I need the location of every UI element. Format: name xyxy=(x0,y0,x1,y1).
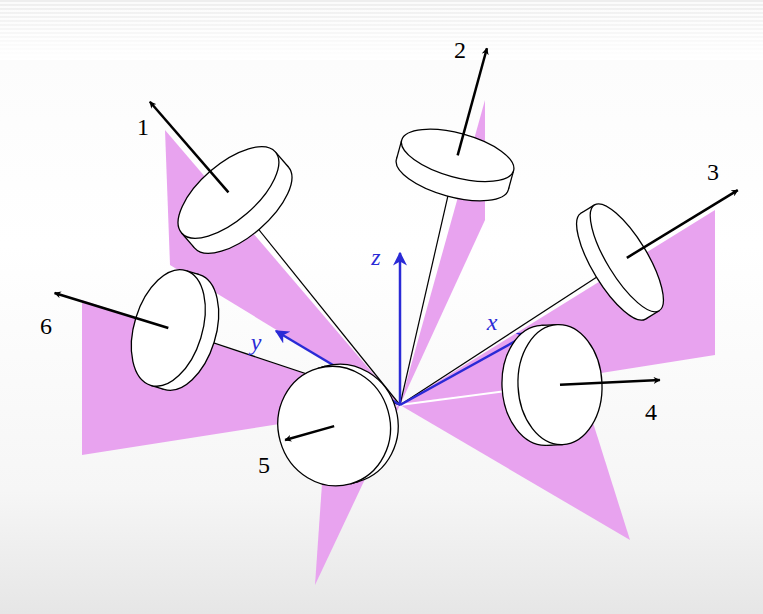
callout-number: 4 xyxy=(645,400,657,424)
callout-number: 3 xyxy=(707,160,719,184)
reaction-wheel xyxy=(103,61,307,269)
reaction-wheel xyxy=(264,351,412,499)
arm xyxy=(400,165,455,405)
reaction-wheel xyxy=(37,236,232,400)
callout-number: 5 xyxy=(258,453,270,477)
reaction-wheel xyxy=(564,137,763,329)
wheel-group xyxy=(37,33,763,499)
callout-number: 2 xyxy=(454,38,466,62)
axis-label: x xyxy=(487,310,498,334)
background-lines xyxy=(0,0,763,60)
callout-number: 1 xyxy=(137,115,149,139)
axis-label: z xyxy=(371,245,380,269)
background-fade xyxy=(0,0,763,60)
axis-arrow xyxy=(399,253,402,405)
reaction-wheel xyxy=(499,320,662,447)
reaction-wheel xyxy=(391,33,543,211)
callout-number: 6 xyxy=(40,314,52,338)
axis-label: y xyxy=(251,330,262,354)
plane-group xyxy=(82,100,715,585)
